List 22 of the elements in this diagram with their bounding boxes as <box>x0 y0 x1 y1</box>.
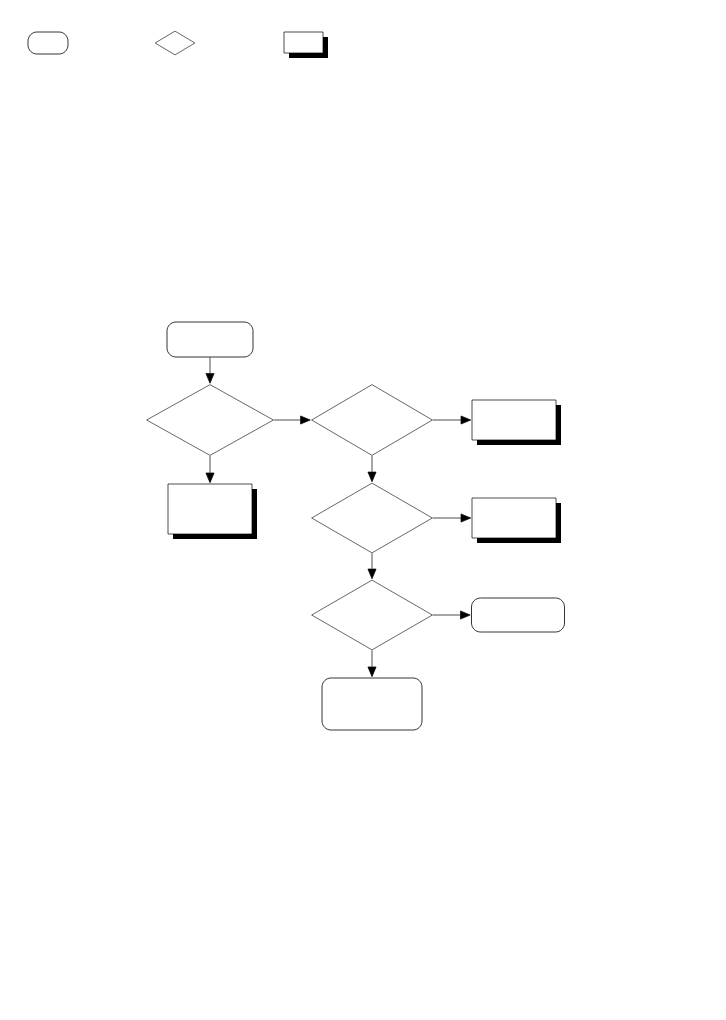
terminal-box <box>27 31 69 55</box>
decision-diamond <box>311 482 433 554</box>
terminal-box <box>321 677 423 731</box>
decision-diamond <box>146 384 274 456</box>
decision-diamond <box>154 30 196 56</box>
arrow <box>205 455 215 484</box>
terminal-box <box>471 597 565 633</box>
arrow <box>367 649 377 678</box>
process-box <box>167 483 257 539</box>
arrow <box>367 552 377 580</box>
arrow <box>432 415 472 425</box>
decision-diamond <box>311 384 433 456</box>
process-box <box>283 31 328 58</box>
arrow <box>367 455 377 483</box>
process-box <box>471 399 561 445</box>
arrow <box>432 610 471 620</box>
arrow <box>273 415 311 425</box>
decision-diamond <box>311 579 433 651</box>
arrow <box>432 513 472 523</box>
process-box <box>471 497 561 543</box>
terminal-box <box>166 321 254 358</box>
arrow <box>205 357 215 384</box>
